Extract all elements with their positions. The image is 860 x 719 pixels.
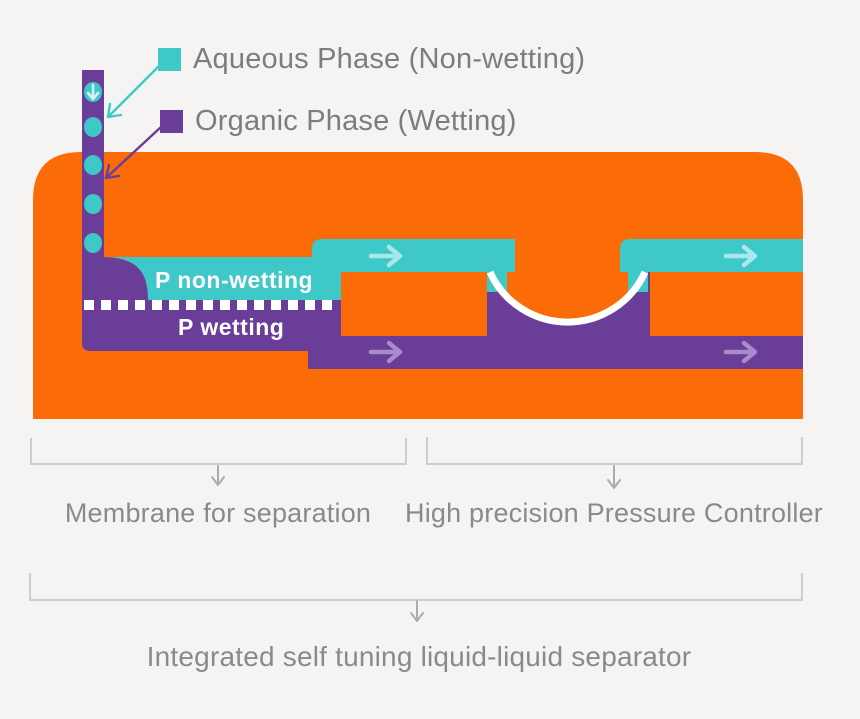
caption-membrane: Membrane for separation — [64, 498, 372, 528]
bracket-down-arrow-icon — [607, 465, 621, 489]
caption-pressure-controller: High precision Pressure Controller — [405, 498, 823, 528]
droplet-icon — [84, 155, 102, 175]
aqueous-swatch-icon — [158, 48, 181, 71]
organic-channel-left — [82, 300, 308, 351]
legend-label-organic: Organic Phase (Wetting) — [195, 105, 517, 137]
inlet-channel — [82, 70, 104, 301]
bracket-down-arrow-icon — [211, 465, 225, 486]
aqueous-channel-right — [620, 239, 803, 272]
flow-arrow-icon-organic-left — [368, 340, 403, 364]
legend-item-aqueous: Aqueous Phase (Non-wetting) — [158, 43, 585, 76]
inlet-junction-fillet — [104, 257, 148, 301]
valve-orange-plug — [490, 236, 645, 323]
aqueous-channel-step — [312, 239, 341, 300]
organic-channel-step — [308, 300, 341, 369]
legend-pointer-aqueous-icon — [106, 64, 161, 119]
valve-membrane-arc — [486, 270, 649, 326]
droplet-down-arrow-icon — [86, 83, 100, 101]
flow-arrow-icon-organic-right — [723, 340, 758, 364]
aqueous-channel-upper-left — [341, 239, 515, 272]
label-p-non-wetting: P non-wetting — [155, 267, 314, 293]
flow-arrow-icon-aqueous-left — [368, 244, 403, 268]
droplet-icon — [84, 233, 102, 253]
bracket-membrane — [30, 438, 407, 465]
caption-separator: Integrated self tuning liquid-liquid sep… — [146, 641, 692, 672]
legend-pointer-organic-icon — [104, 125, 163, 180]
bracket-pressure-controller — [426, 437, 803, 465]
organic-swatch-icon — [160, 110, 183, 133]
droplet-icon — [84, 117, 102, 137]
droplet-icon — [84, 194, 102, 214]
flow-arrow-icon-aqueous-right — [723, 244, 758, 268]
legend-label-aqueous: Aqueous Phase (Non-wetting) — [193, 43, 586, 75]
legend-item-organic: Organic Phase (Wetting) — [160, 105, 517, 138]
label-p-wetting: P wetting — [178, 314, 285, 340]
bracket-down-arrow-icon — [410, 600, 424, 622]
bracket-separator — [29, 573, 803, 601]
